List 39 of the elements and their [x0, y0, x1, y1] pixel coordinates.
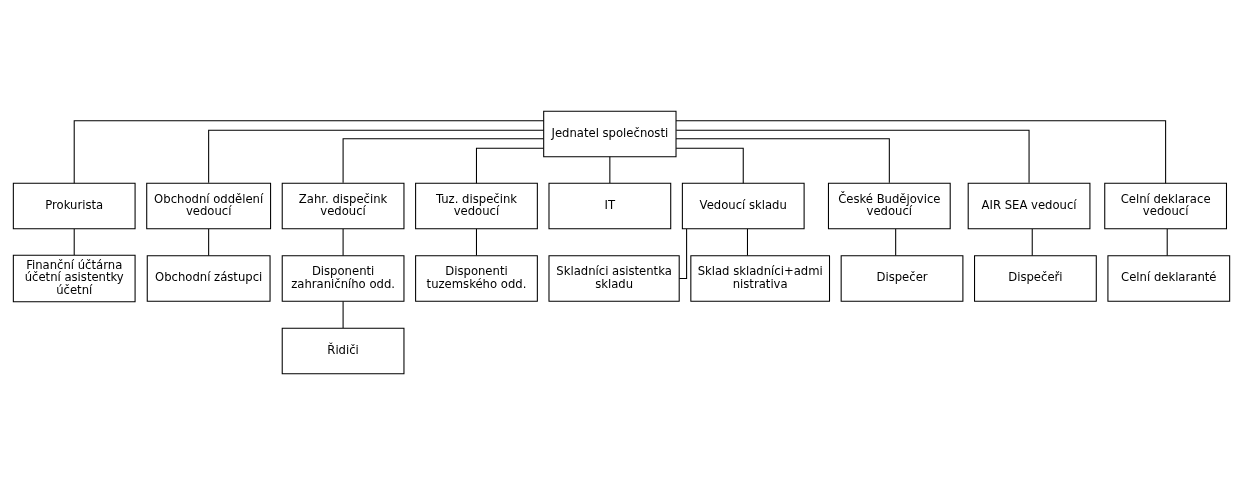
node-box: Prokurista [12, 182, 136, 229]
connector [895, 227, 897, 256]
connector [1166, 227, 1168, 256]
connector [208, 129, 545, 183]
connector [342, 300, 344, 328]
connector [678, 227, 688, 279]
connector [73, 119, 545, 184]
connector [1031, 227, 1033, 256]
connector [746, 227, 748, 256]
connector [475, 147, 545, 184]
node-box: Finanční účtárna účetní asistentky účetní [12, 254, 136, 302]
node-box: AIR SEA vedoucí [967, 182, 1091, 229]
node-box: Řidiči [281, 327, 405, 374]
connector [342, 137, 545, 183]
node-box: Obchodní zástupci [146, 254, 271, 302]
connector [675, 147, 744, 184]
node-box: Celní deklarace vedoucí [1104, 182, 1227, 229]
connector [342, 227, 344, 256]
connector [475, 227, 477, 256]
node-box: Jednatel společnosti [543, 110, 677, 157]
node-box: Disponenti tuzemského odd. [415, 254, 538, 302]
connector [675, 137, 890, 183]
node-box: IT [548, 182, 672, 229]
node-box: Obchodní oddělení vedoucí [146, 182, 272, 229]
connector [73, 227, 75, 255]
node-box: Dispečer [840, 254, 964, 302]
node-box: České Budějovice vedoucí [827, 182, 951, 229]
node-box: Sklad skladníci+administrativa [690, 254, 831, 302]
connector [208, 227, 210, 256]
node-box: Celní deklaranté [1107, 254, 1231, 302]
connector [675, 129, 1030, 183]
connector [609, 155, 611, 184]
node-box: Vedoucí skladu [681, 182, 805, 229]
node-box: Dispečeři [974, 254, 1097, 302]
node-box: Tuz. dispečink vedoucí [415, 182, 538, 229]
node-box: Skladníci asistentka skladu [548, 254, 680, 302]
node-box: Zahr. dispečink vedoucí [281, 182, 405, 229]
connector [675, 119, 1167, 184]
node-box: Disponenti zahraničního odd. [281, 254, 405, 302]
